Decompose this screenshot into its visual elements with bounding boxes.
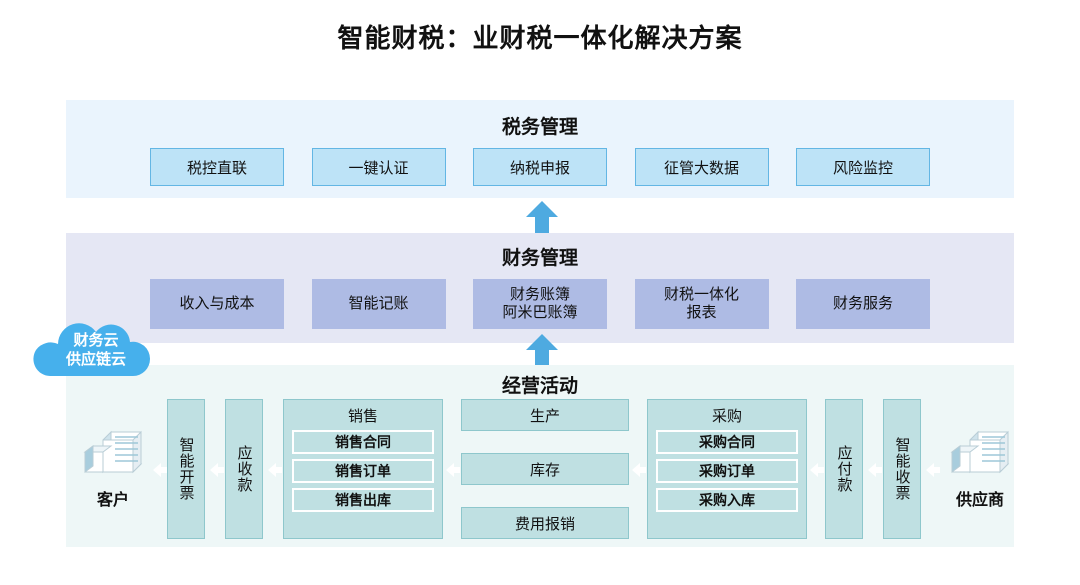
finance-item-0[interactable]: 收入与成本 bbox=[150, 279, 284, 329]
purchase-group-title: 采购 bbox=[711, 408, 742, 425]
ops-middle-item-0[interactable]: 生产 bbox=[461, 399, 629, 431]
arrow-left-icon-5 bbox=[631, 461, 647, 479]
finance-item-3[interactable]: 财税一体化 报表 bbox=[634, 279, 769, 329]
arrow-left-icon-6 bbox=[809, 461, 825, 479]
sales-group: 销售 销售合同 销售订单 销售出库 bbox=[283, 399, 443, 539]
cloud-badge-line1: 财务云 bbox=[73, 332, 119, 349]
finance-item-3-line1: 财税一体化 bbox=[663, 286, 739, 304]
office-building-icon bbox=[950, 430, 1010, 474]
operations-band: 经营活动 bbox=[66, 365, 1014, 547]
sales-item-2[interactable]: 销售出库 bbox=[292, 488, 434, 512]
sales-group-title: 销售 bbox=[347, 408, 378, 425]
ops-middle-item-2[interactable]: 费用报销 bbox=[461, 507, 629, 539]
ops-vertical-invoicing-label: 智能开票 bbox=[177, 437, 195, 501]
arrow-left-icon-8 bbox=[925, 461, 941, 479]
ops-vertical-receivables-label: 应收款 bbox=[235, 445, 253, 493]
arrow-left-icon-3 bbox=[267, 461, 283, 479]
arrow-left-icon-4 bbox=[445, 461, 461, 479]
tax-item-1[interactable]: 一键认证 bbox=[311, 148, 446, 186]
page-title: 智能财税：业财税一体化解决方案 bbox=[337, 23, 743, 53]
tax-item-2[interactable]: 纳税申报 bbox=[473, 148, 607, 186]
finance-item-3-line2: 报表 bbox=[686, 304, 717, 321]
finance-item-2[interactable]: 财务账簿 阿米巴账簿 bbox=[473, 279, 607, 329]
cloud-badge-line2: 供应链云 bbox=[65, 350, 126, 368]
operations-band-title: 经营活动 bbox=[501, 376, 578, 397]
purchase-item-1[interactable]: 采购订单 bbox=[656, 459, 798, 483]
sales-item-1[interactable]: 销售订单 bbox=[292, 459, 434, 483]
arrow-up-icon-to-tax bbox=[525, 200, 559, 234]
tax-items-row: 税控直联 一键认证 纳税申报 征管大数据 风险监控 bbox=[66, 148, 1014, 186]
purchase-group: 采购 采购合同 采购订单 采购入库 bbox=[647, 399, 807, 539]
finance-item-2-line2: 阿米巴账簿 bbox=[502, 304, 578, 321]
finance-item-1[interactable]: 智能记账 bbox=[311, 279, 446, 329]
cloud-badge-text: 财务云 供应链云 bbox=[22, 332, 170, 370]
tax-item-0[interactable]: 税控直联 bbox=[150, 148, 284, 186]
supplier-label: 供应商 bbox=[955, 492, 1004, 509]
finance-band-title: 财务管理 bbox=[501, 248, 578, 269]
tax-band-title: 税务管理 bbox=[501, 117, 578, 138]
finance-item-4[interactable]: 财务服务 bbox=[796, 279, 930, 329]
arrow-left-icon-2 bbox=[209, 461, 225, 479]
finance-item-0-line1: 收入与成本 bbox=[179, 295, 255, 313]
cloud-badge: 财务云 供应链云 bbox=[22, 318, 170, 390]
ops-vertical-payables-label: 应付款 bbox=[835, 445, 853, 493]
ops-vertical-receipt[interactable]: 智能收票 bbox=[883, 399, 921, 539]
ops-vertical-receivables[interactable]: 应收款 bbox=[225, 399, 263, 539]
tax-item-4[interactable]: 风险监控 bbox=[796, 148, 930, 186]
finance-management-band: 财务管理 收入与成本 智能记账 财务账簿 阿米巴账簿 财税一体化 报表 bbox=[66, 233, 1014, 343]
supplier-endpoint: 供应商 bbox=[941, 399, 1019, 539]
tax-item-3[interactable]: 征管大数据 bbox=[634, 148, 769, 186]
ops-vertical-receipt-label: 智能收票 bbox=[893, 437, 911, 501]
tax-management-band: 税务管理 税控直联 一键认证 纳税申报 征管大数据 风险监控 bbox=[66, 100, 1014, 198]
arrow-up-icon-to-finance bbox=[525, 333, 559, 367]
finance-item-4-line1: 财务服务 bbox=[832, 295, 893, 313]
customer-endpoint: 客户 bbox=[74, 399, 152, 539]
operations-row: 客户 智能开票 应收款 销售 销售合同 销售 bbox=[66, 399, 1014, 539]
operations-middle-stack: 生产 库存 费用报销 bbox=[461, 399, 629, 539]
customer-label: 客户 bbox=[96, 492, 129, 509]
finance-item-1-line1: 智能记账 bbox=[348, 295, 409, 313]
purchase-item-2[interactable]: 采购入库 bbox=[656, 488, 798, 512]
finance-item-2-line1: 财务账簿 bbox=[509, 286, 570, 304]
arrow-left-icon-7 bbox=[867, 461, 883, 479]
ops-vertical-invoicing[interactable]: 智能开票 bbox=[167, 399, 205, 539]
ops-middle-item-1[interactable]: 库存 bbox=[461, 453, 629, 485]
office-building-icon bbox=[83, 430, 143, 474]
sales-item-0[interactable]: 销售合同 bbox=[292, 430, 434, 454]
ops-vertical-payables[interactable]: 应付款 bbox=[825, 399, 863, 539]
finance-items-row: 收入与成本 智能记账 财务账簿 阿米巴账簿 财税一体化 报表 财务服务 bbox=[66, 279, 1014, 329]
cloud-shape-icon bbox=[33, 323, 151, 376]
arrow-left-icon-1 bbox=[152, 461, 168, 479]
purchase-item-0[interactable]: 采购合同 bbox=[656, 430, 798, 454]
